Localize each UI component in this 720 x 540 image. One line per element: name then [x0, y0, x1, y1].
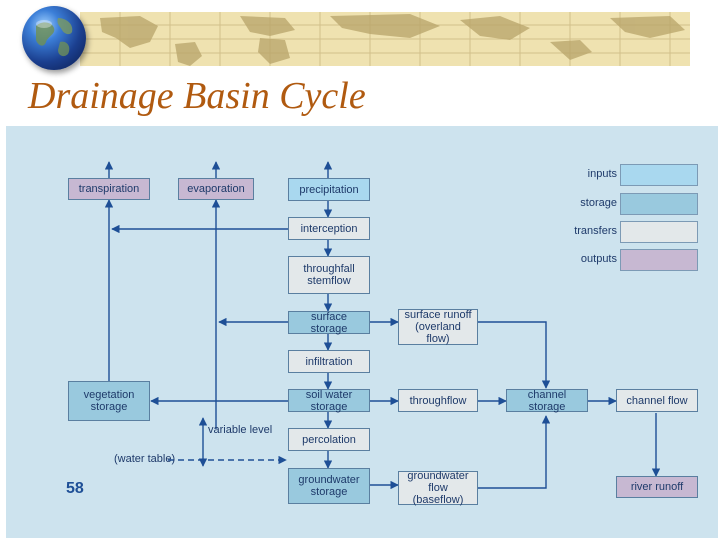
arrow-baseflow-to-channel: [478, 415, 551, 489]
legend-label-outputs: outputs: [580, 253, 617, 265]
node-channel-flow: channel flow: [616, 389, 698, 412]
node-evaporation: evaporation: [178, 178, 254, 200]
node-throughfall: throughfall stemflow: [288, 256, 370, 294]
node-groundwater-storage: groundwater storage: [288, 468, 370, 504]
node-surface-storage: surface storage: [288, 311, 370, 335]
node-percolation: percolation: [288, 428, 370, 451]
node-transpiration: transpiration: [68, 178, 150, 200]
node-precipitation: precipitation: [288, 178, 370, 201]
node-channel-storage: channel storage: [506, 389, 588, 413]
legend-swatch-inputs: [620, 164, 698, 186]
legend-label-inputs: inputs: [587, 168, 617, 180]
node-groundwater-flow: groundwater flow (baseflow): [398, 470, 478, 506]
flow-connectors: [104, 161, 661, 490]
map-banner: [80, 12, 690, 66]
page-number: 58: [66, 480, 84, 497]
page-title: Drainage Basin Cycle: [28, 75, 366, 117]
variable-level-label: variable level: [208, 424, 273, 436]
node-soil-water-storage: soil water storage: [288, 389, 370, 413]
node-vegetation-storage: vegetation storage: [68, 381, 150, 421]
legend-swatch-storage: [620, 193, 698, 215]
arrow-runoff-to-channel: [478, 321, 551, 389]
legend-swatch-transfers: [620, 221, 698, 243]
drainage-basin-diagram: transpiration evaporation precipitation …: [6, 126, 718, 538]
legend-label-transfers: transfers: [574, 225, 617, 237]
node-surface-runoff: surface runoff (overland flow): [398, 309, 478, 345]
node-river-runoff: river runoff: [616, 476, 698, 498]
legend-swatch-outputs: [620, 249, 698, 271]
water-table-label: (water table): [114, 453, 176, 465]
node-infiltration: infiltration: [288, 350, 370, 373]
world-map-pattern: [80, 12, 690, 66]
globe-icon: [22, 6, 86, 70]
node-throughflow: throughflow: [398, 389, 478, 412]
legend-label-storage: storage: [580, 197, 617, 209]
node-interception: interception: [288, 217, 370, 240]
